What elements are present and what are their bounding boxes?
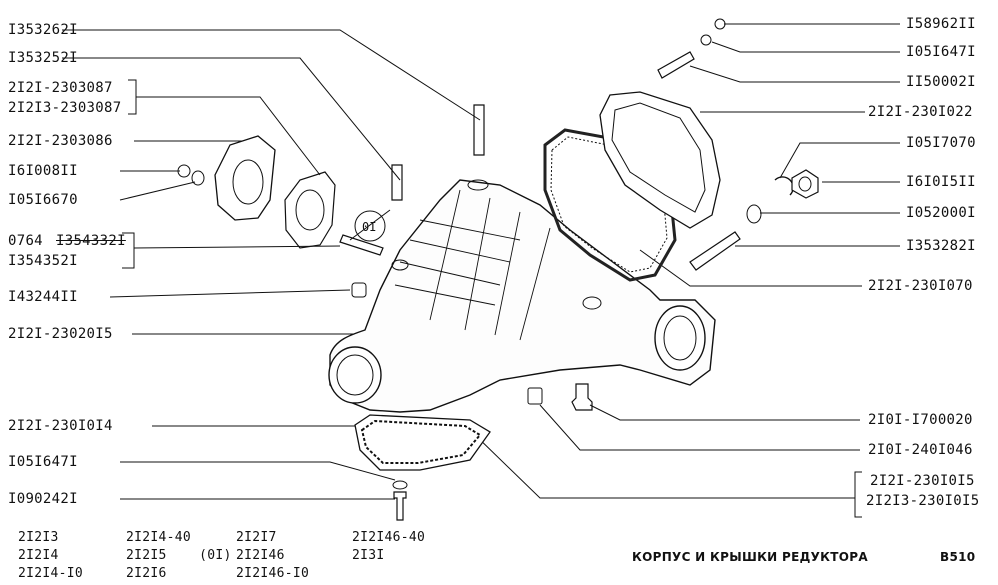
leader-I05I7070 [779, 142, 900, 179]
label-I354332I: I354332I [56, 233, 126, 249]
label-0764: 0764 [8, 233, 43, 249]
flange-2I2I-2303086 [214, 135, 276, 221]
main-housing [329, 179, 716, 413]
label-I58962II: I58962II [906, 16, 976, 32]
leader-I354332I [133, 245, 341, 249]
washer-I052000I [746, 204, 762, 224]
label-2I2I-230I070: 2I2I-230I070 [868, 278, 973, 294]
label-I6I008II: I6I008II [8, 163, 78, 179]
stud-I353282I [689, 231, 741, 271]
housing-ribs [394, 189, 551, 341]
model-col1-b: 2I2I4 [18, 548, 59, 563]
bracket-left-mid [122, 232, 135, 269]
label-I354352I: I354352I [8, 253, 78, 269]
label-2I0I-I700020: 2I0I-I700020 [868, 412, 973, 428]
model-col1-a: 2I2I3 [18, 530, 59, 545]
stud-I353262I [473, 104, 485, 156]
label-2I2I-2303086: 2I2I-2303086 [8, 133, 113, 149]
nut-I6I008II [177, 164, 191, 178]
leader-2I0I-240I046 [539, 404, 860, 451]
washer-I05I6670 [191, 170, 205, 186]
label-I43244II: I43244II [8, 289, 78, 305]
model-col3-a: 2I2I7 [236, 530, 277, 545]
label-2I2I3-2303087: 2I2I3-2303087 [8, 100, 122, 116]
label-I05I647I-right: I05I647I [906, 44, 976, 60]
leader-II50002I [689, 65, 900, 83]
label-2I2I-2303087: 2I2I-2303087 [8, 80, 113, 96]
callout-text: 0I [362, 220, 376, 234]
diagram-title: КОРПУС И КРЫШКИ РЕДУКТОРА [632, 550, 868, 564]
leader-I05I647I-left [120, 461, 396, 481]
bolt-I090242I [393, 491, 407, 521]
plug-2I0I-240I046 [527, 387, 543, 405]
label-2I2I-230I0I4: 2I2I-230I0I4 [8, 418, 113, 434]
leader-2I0I-I700020 [589, 404, 860, 421]
leader-2I2I-2303087 [136, 96, 321, 176]
label-I6I0I5II: I6I0I5II [906, 174, 976, 190]
gasket-2I2I-2303087 [284, 171, 336, 249]
bracket-right [854, 471, 862, 518]
model-col3-b: 2I2I46 [236, 548, 285, 563]
cover-2I2I-230I022 [599, 91, 721, 229]
label-2I0I-240I046: 2I0I-240I046 [868, 442, 973, 458]
stud-I353252I [391, 164, 403, 201]
model-col1-c: 2I2I4-I0 [18, 566, 84, 581]
label-2I2I-230I022: 2I2I-230I022 [868, 104, 973, 120]
leader-I353252I [62, 57, 401, 181]
label-I052000I: I052000I [906, 205, 976, 221]
label-I05I6670: I05I6670 [8, 192, 78, 208]
breather-2I0I-I700020 [571, 383, 593, 411]
label-2I2I-23020I5: 2I2I-23020I5 [8, 326, 113, 342]
leader-I05I647I-right [711, 41, 900, 53]
model-col2-b: 2I2I5 (0I) [126, 548, 232, 563]
model-col2-a: 2I2I4-40 [126, 530, 192, 545]
leader-I43244II [109, 289, 351, 298]
stud-I354332I [339, 234, 384, 256]
label-2I2I-230I0I5: 2I2I-230I0I5 [870, 473, 975, 489]
label-2I2I3-230I0I5: 2I2I3-230I0I5 [866, 493, 980, 509]
stud-II50002I [657, 51, 695, 79]
label-I090242I: I090242I [8, 491, 78, 507]
label-II50002I: II50002I [906, 74, 976, 90]
housing-right-bore [654, 305, 706, 371]
nut-I58962II [714, 18, 726, 30]
washer-I05I647I-bottom [392, 480, 408, 490]
model-col3-c: 2I2I46-I0 [236, 566, 310, 581]
nut-I6I0I5II [791, 169, 819, 199]
label-I353252I: I353252I [8, 50, 78, 66]
model-col4-b: 2I3I [352, 548, 385, 563]
label-I353262I: I353262I [8, 22, 78, 38]
model-col2-c: 2I2I6 [126, 566, 167, 581]
washer-I05I647I-right [700, 34, 712, 46]
spring-washer-I05I7070 [774, 176, 794, 196]
leader-2I2I-230I070 [639, 249, 862, 287]
leader-I05I6670 [119, 181, 196, 201]
plug-I43244II [351, 282, 367, 298]
leader-I353262I [62, 29, 481, 121]
page-code: B510 [940, 550, 976, 564]
label-I05I647I-left: I05I647I [8, 454, 78, 470]
label-I353282I: I353282I [906, 238, 976, 254]
bracket-left-top [128, 79, 137, 115]
model-col4-a: 2I2I46-40 [352, 530, 426, 545]
label-I05I7070: I05I7070 [906, 135, 976, 151]
callout-circle [354, 210, 386, 242]
leader-2I2I-230I0I5 [469, 429, 855, 499]
callout-strike [349, 209, 391, 241]
